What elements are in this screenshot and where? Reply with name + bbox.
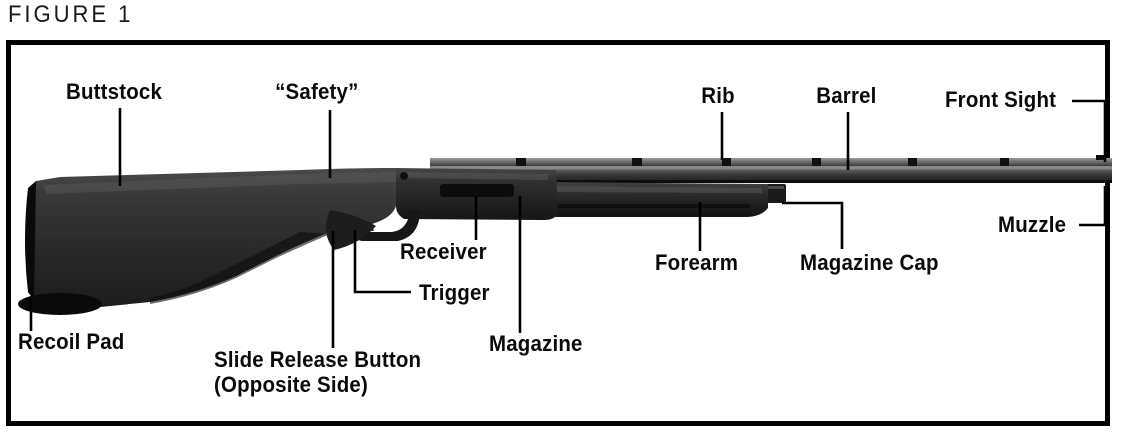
leader-trigger	[353, 230, 411, 294]
leader-lines	[29, 99, 1107, 348]
barrel-assembly	[430, 155, 1112, 183]
label-rib: Rib	[701, 83, 735, 108]
label-magazine: Magazine	[489, 331, 583, 356]
safety-button	[400, 172, 408, 180]
recoil-pad	[18, 181, 102, 315]
label-slide-release-line1: Slide Release Button	[214, 347, 422, 372]
rib-strip	[430, 158, 1112, 167]
ejection-port	[440, 184, 514, 197]
buttstock	[28, 168, 396, 310]
label-buttstock: Buttstock	[66, 79, 163, 104]
leader-front-sight	[1072, 99, 1107, 162]
label-safety: “Safety”	[275, 79, 359, 104]
forearm	[540, 182, 768, 217]
label-receiver: Receiver	[400, 239, 487, 264]
label-barrel: Barrel	[816, 83, 877, 108]
label-recoil-pad: Recoil Pad	[18, 329, 125, 354]
rib-posts	[516, 158, 1009, 167]
label-magazine-cap: Magazine Cap	[800, 250, 939, 275]
barrel-tube	[430, 166, 1112, 183]
barrel-highlight	[430, 167, 1112, 170]
barrel-shadow	[430, 180, 1112, 183]
label-trigger: Trigger	[419, 280, 490, 305]
label-slide-release-line2: (Opposite Side)	[214, 372, 368, 398]
magazine-cap	[764, 184, 786, 203]
label-forearm: Forearm	[655, 250, 739, 275]
figure-title: FIGURE 1	[8, 1, 134, 28]
label-muzzle: Muzzle	[998, 212, 1067, 237]
leader-magazine-cap	[782, 201, 844, 249]
leader-muzzle	[1079, 186, 1107, 227]
receiver	[396, 168, 558, 220]
front-sight-bead	[1096, 155, 1104, 160]
label-front-sight: Front Sight	[945, 87, 1057, 112]
label-slide-release-button: Slide Release Button (Opposite Side)	[214, 347, 421, 397]
